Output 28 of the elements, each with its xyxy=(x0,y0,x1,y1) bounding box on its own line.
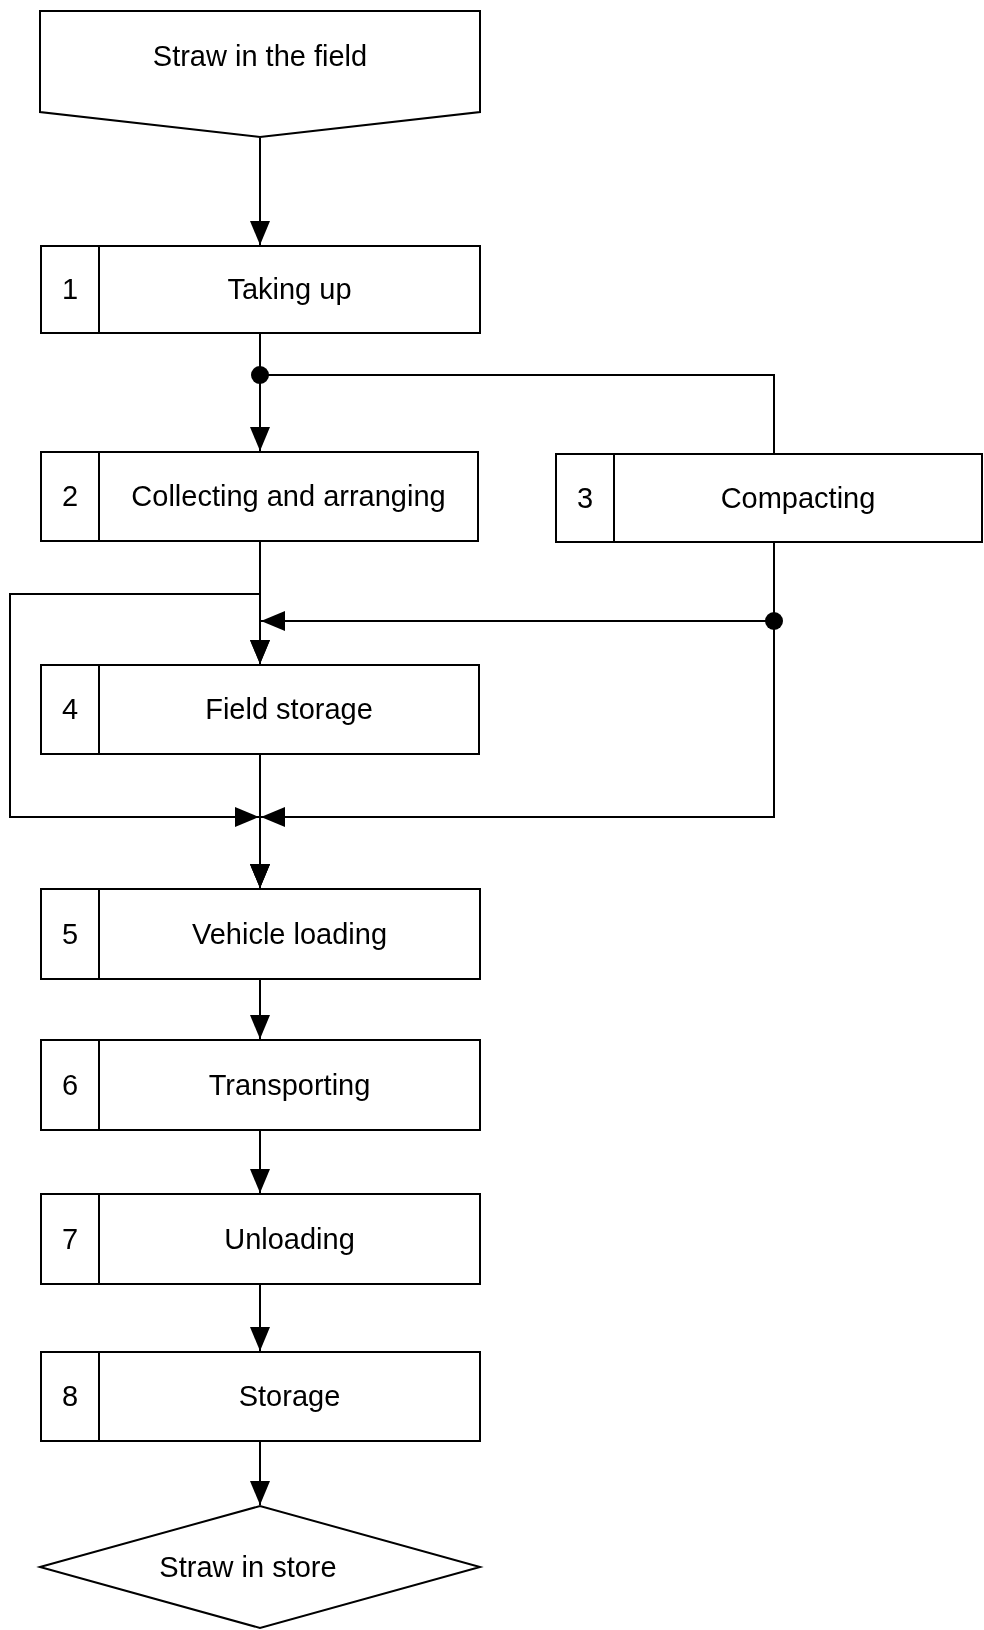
step-label: Compacting xyxy=(719,480,877,516)
step-number: 1 xyxy=(42,247,100,332)
step-label: Vehicle loading xyxy=(190,916,389,952)
step-label: Storage xyxy=(237,1379,342,1414)
step-label: Transporting xyxy=(207,1067,372,1103)
process-box xyxy=(40,1193,481,1285)
process-box xyxy=(40,1039,481,1131)
process-box xyxy=(40,664,480,755)
step-number: 7 xyxy=(42,1195,100,1283)
process-box xyxy=(555,453,983,543)
terminal-label: Straw in store xyxy=(159,1550,337,1584)
step-number: 6 xyxy=(42,1041,100,1129)
step-label: Collecting and arranging xyxy=(130,479,447,514)
process-box xyxy=(40,888,481,980)
step-number: 4 xyxy=(42,666,100,753)
step-number: 2 xyxy=(42,453,100,540)
step-number: 3 xyxy=(557,455,615,541)
process-box xyxy=(40,451,479,542)
end-diamond xyxy=(39,1505,481,1629)
step-number: 5 xyxy=(42,890,100,978)
step-label: Field storage xyxy=(204,692,374,727)
process-box xyxy=(40,1351,481,1442)
off-page-connector xyxy=(39,10,481,138)
step-label: Taking up xyxy=(226,272,353,307)
process-box xyxy=(40,245,481,334)
step-label: Unloading xyxy=(223,1221,356,1257)
step-number: 8 xyxy=(42,1353,100,1440)
terminal-label: Straw in the field xyxy=(152,40,368,73)
